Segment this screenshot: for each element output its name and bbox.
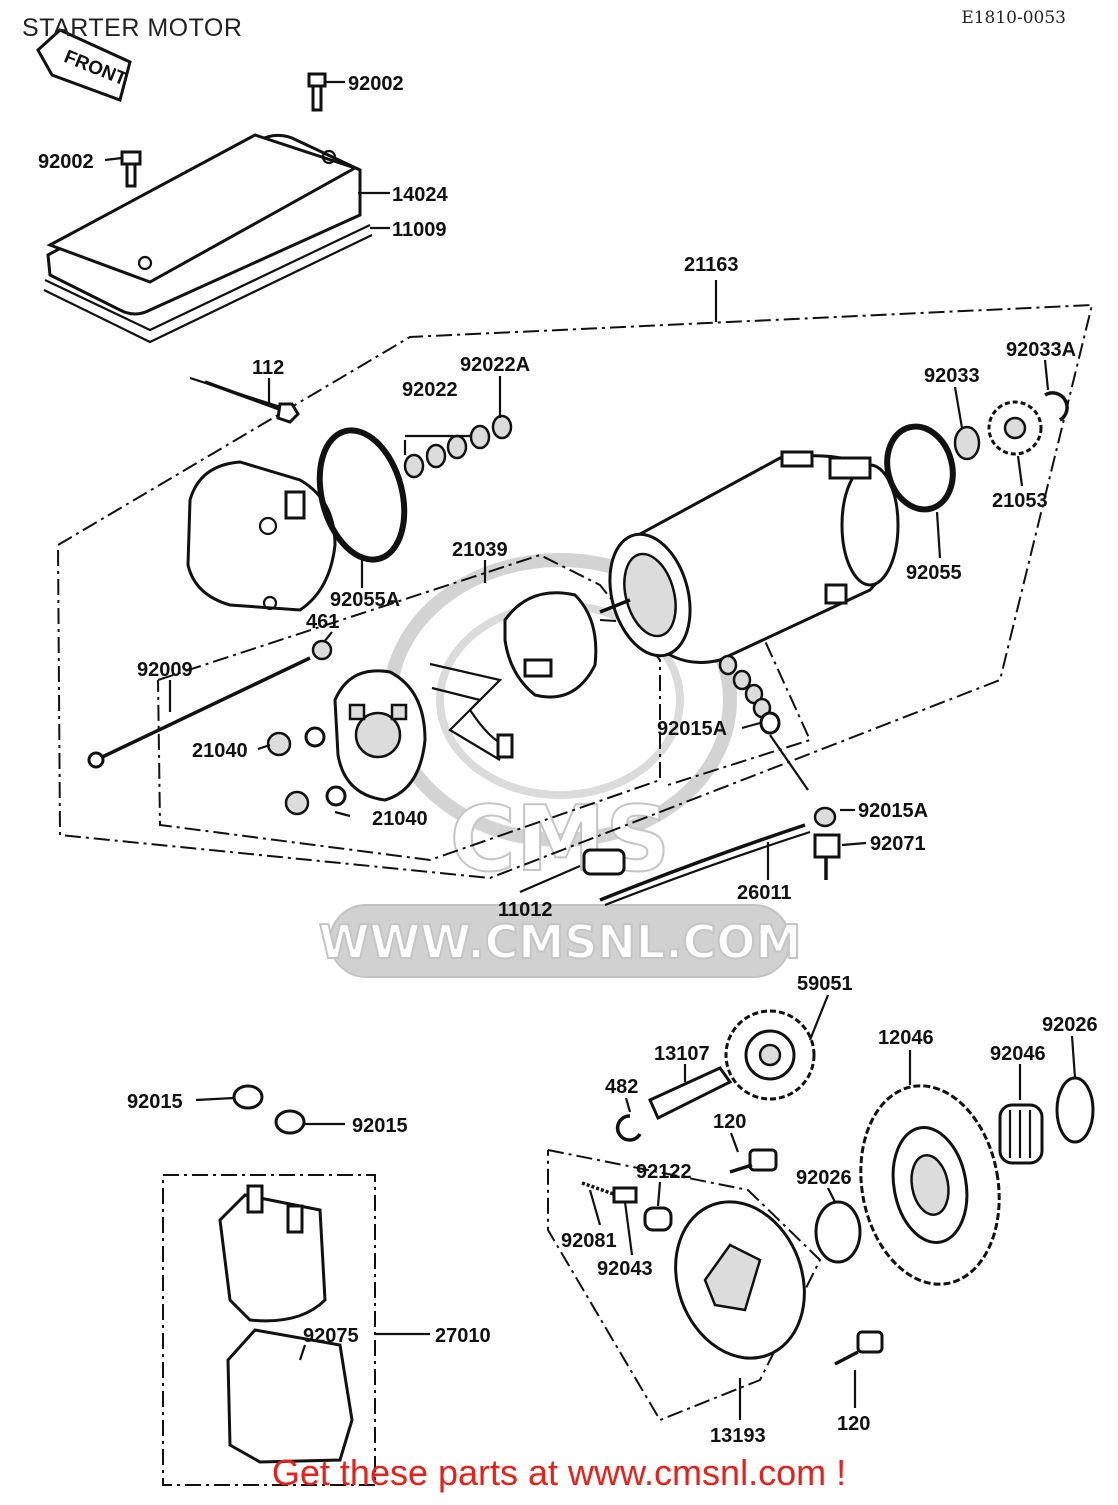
lead-wire-26011 (599, 823, 806, 902)
callout-92009: 92009 (137, 659, 193, 681)
o-ring-92055 (884, 423, 956, 513)
callout-92122: 92122 (636, 1161, 692, 1183)
nut-461 (311, 639, 333, 661)
starter-cover (43, 133, 373, 344)
callout-21053: 21053 (992, 490, 1048, 512)
washers-92015A (718, 654, 809, 791)
brush-plate (333, 669, 427, 802)
callout-92033: 92033 (924, 365, 980, 387)
callout-21163: 21163 (684, 254, 739, 276)
callout-92046: 92046 (990, 1043, 1046, 1065)
callout-92055: 92055 (906, 562, 962, 584)
pin-92043 (612, 1186, 638, 1204)
bolt-120-lower (834, 1330, 884, 1366)
relay-cover-92075 (226, 1328, 354, 1464)
callout-92043: 92043 (597, 1258, 653, 1280)
circlip-92033A (1044, 391, 1069, 422)
brush-leads (429, 662, 514, 761)
page-title: STARTER MOTOR (22, 14, 243, 42)
callout-92015-left: 92015 (127, 1091, 183, 1113)
leader-lines (104, 80, 1077, 1420)
callout-13107: 13107 (654, 1043, 710, 1065)
callout-92055A: 92055A (330, 589, 400, 611)
callout-92026-right: 92026 (1042, 1014, 1098, 1036)
callout-92075: 92075 (303, 1325, 359, 1347)
bolt-11012 (582, 848, 626, 876)
callout-92015A-upper: 92015A (657, 718, 727, 740)
callout-92033A: 92033A (1006, 339, 1076, 361)
assembly-boundary-21163 (57, 303, 1094, 880)
part-number-callouts: 92002 92002 14024 11009 21163 112 92022A… (38, 73, 1098, 1447)
callout-12046: 12046 (878, 1027, 934, 1049)
callout-21040-upper: 21040 (192, 740, 248, 762)
watermark-url: WWW.CMSNL.COM (319, 915, 802, 969)
clutch-boundary (547, 1149, 822, 1422)
callout-92002-left: 92002 (38, 151, 94, 173)
callout-92026-lower: 92026 (796, 1167, 852, 1189)
needle-bearing-92046 (998, 1103, 1044, 1165)
callout-120-upper: 120 (713, 1111, 746, 1133)
callout-59051: 59051 (797, 973, 853, 995)
starter-clutch-13193 (674, 1200, 806, 1360)
callout-92081: 92081 (561, 1230, 617, 1252)
washers-92022 (403, 414, 513, 479)
callout-482: 482 (605, 1076, 638, 1098)
cmsnl-watermark: CMS WWW.CMSNL.COM (318, 553, 802, 978)
callout-11009: 11009 (392, 219, 447, 241)
starter-motor-body (599, 450, 900, 664)
callout-92002-top: 92002 (348, 73, 404, 95)
brush-holder-boundary (157, 553, 661, 862)
callout-92015A-lower: 92015A (858, 800, 928, 822)
long-bolt-92009 (87, 656, 311, 769)
callout-112: 112 (252, 357, 284, 379)
bolt-92002-top (307, 72, 327, 112)
circlip-482 (615, 1114, 642, 1142)
footer-promo-banner: Get these parts at www.cmsnl.com ! (0, 1452, 1118, 1494)
roller-92122 (643, 1206, 673, 1232)
cap-92015-b (274, 1109, 306, 1135)
callout-92071: 92071 (870, 833, 926, 855)
callout-21039: 21039 (452, 539, 508, 561)
shaft-13107 (648, 1066, 733, 1121)
callout-92015-right: 92015 (352, 1115, 408, 1137)
end-cover (186, 460, 337, 612)
pinion-gear-21053 (987, 400, 1043, 456)
callout-120-lower: 120 (837, 1413, 870, 1435)
bolt-112 (204, 380, 300, 424)
relay-boundary (162, 1174, 376, 1486)
callout-14024: 14024 (392, 184, 448, 206)
callout-11012: 11012 (498, 899, 553, 921)
drawing-code: E1810-0053 (961, 8, 1066, 28)
washer-92015A-lower (813, 806, 837, 828)
callout-21040-lower: 21040 (372, 808, 428, 830)
yoke-21039 (503, 591, 598, 699)
o-ring-92055A (316, 427, 408, 563)
callout-13193: 13193 (710, 1425, 766, 1447)
gear-59051 (724, 1009, 816, 1101)
bolt-92002-left (120, 150, 142, 188)
starter-relay-27010 (218, 1184, 327, 1323)
washer-92026-right (1055, 1076, 1095, 1144)
callout-92022A: 92022A (460, 354, 530, 376)
callout-461: 461 (306, 611, 339, 633)
callout-26011: 26011 (737, 882, 792, 904)
brushes-21040 (266, 726, 347, 816)
watermark-logo: CMS (450, 787, 670, 892)
callout-27010: 27010 (435, 1325, 491, 1347)
footer-promo-link[interactable]: Get these parts at www.cmsnl.com ! (271, 1452, 847, 1493)
callout-92022: 92022 (402, 379, 458, 401)
sprocket-12046 (859, 1084, 1001, 1286)
nut-92071 (813, 833, 841, 880)
cap-92015-a (232, 1084, 264, 1110)
washer-92033 (953, 425, 981, 461)
washer-92026-lower (814, 1200, 862, 1264)
bolt-120-upper (729, 1148, 778, 1174)
